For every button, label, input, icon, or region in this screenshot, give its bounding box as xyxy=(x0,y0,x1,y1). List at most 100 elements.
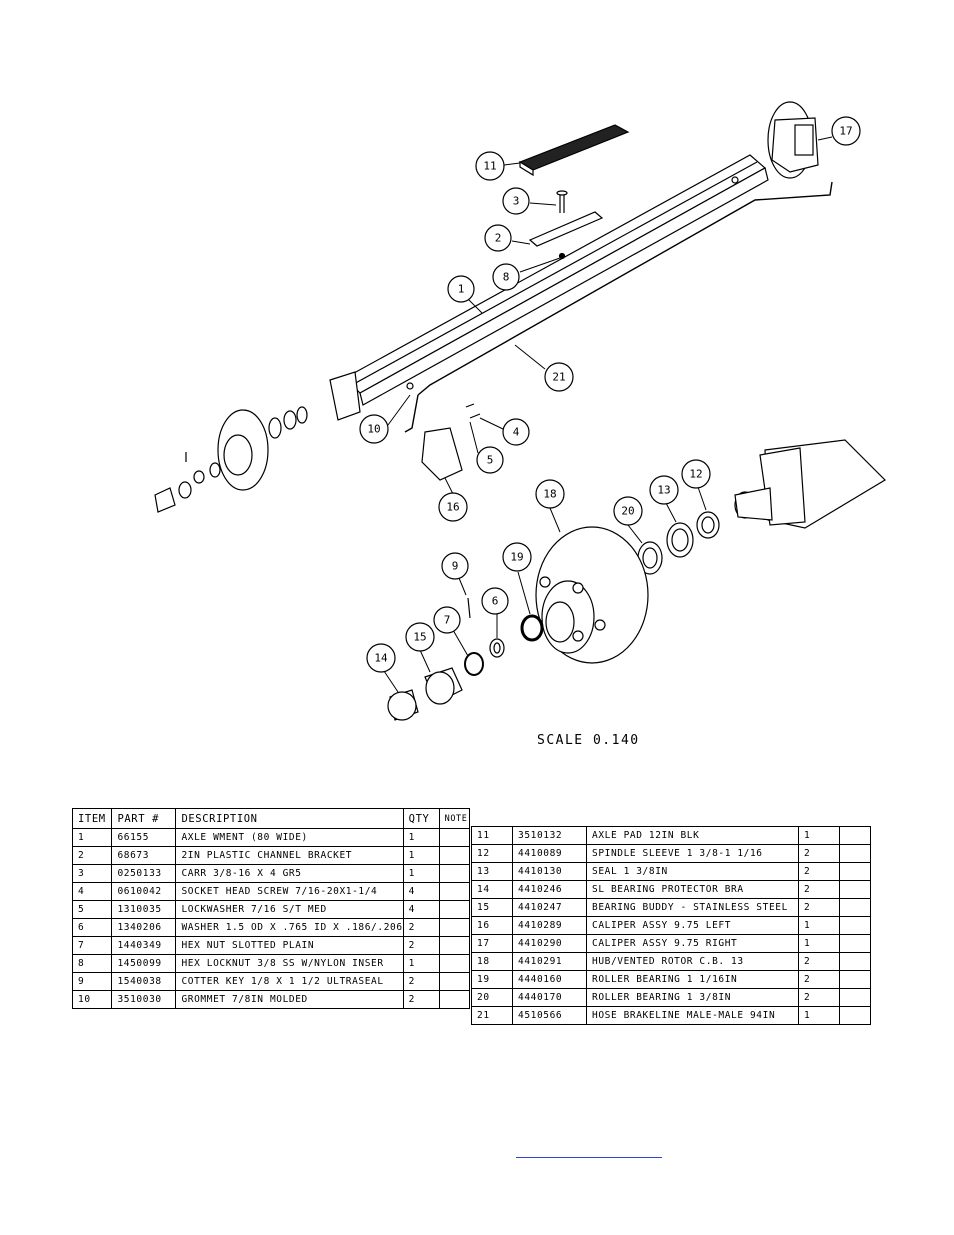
svg-text:12: 12 xyxy=(689,468,702,481)
bom-cell-qty: 1 xyxy=(798,916,840,935)
bom-cell-item: 6 xyxy=(71,918,113,937)
callout-13: 13 xyxy=(649,475,679,505)
callout-6: 6 xyxy=(481,587,509,615)
bom-cell-qty: 1 xyxy=(402,846,440,865)
bom-cell-note xyxy=(438,864,471,883)
bom-header-row: ITEM PART # DESCRIPTION QTY NOTE xyxy=(71,808,471,829)
callout-15: 15 xyxy=(405,622,435,652)
bom-cell-item: 12 xyxy=(471,844,513,863)
bom-cell-description: CARR 3/8-16 X 4 GR5 xyxy=(175,864,404,883)
svg-text:21: 21 xyxy=(552,371,565,384)
svg-text:6: 6 xyxy=(492,595,499,608)
bom-cell-note xyxy=(438,882,471,901)
bom-cell-part: 66155 xyxy=(111,828,177,847)
svg-text:1: 1 xyxy=(458,283,465,296)
callout-8: 8 xyxy=(492,263,520,291)
svg-text:18: 18 xyxy=(543,488,556,501)
bom-cell-part: 4410290 xyxy=(512,934,587,953)
bom-cell-qty: 1 xyxy=(402,864,440,883)
axle-pad xyxy=(518,124,630,177)
bom-cell-description: ROLLER BEARING 1 1/16IN xyxy=(586,970,799,989)
bom-cell-part: 4410246 xyxy=(512,880,587,899)
bom-cell-qty: 1 xyxy=(798,1006,840,1025)
bom-cell-part: 4440160 xyxy=(512,970,587,989)
svg-text:10: 10 xyxy=(367,423,380,436)
bom-cell-part: 68673 xyxy=(111,846,177,865)
bom-cell-item: 3 xyxy=(71,864,113,883)
header-note: NOTE xyxy=(438,808,471,829)
svg-text:20: 20 xyxy=(621,505,634,518)
spindle-sleeve xyxy=(696,511,720,539)
bom-cell-qty: 2 xyxy=(798,862,840,881)
cotter-key xyxy=(467,597,471,619)
header-qty: QTY xyxy=(402,808,440,829)
bom-cell-note xyxy=(839,916,871,935)
bom-cell-qty: 1 xyxy=(402,954,440,973)
bom-cell-qty: 2 xyxy=(402,918,440,937)
svg-text:2: 2 xyxy=(495,232,502,245)
footer-link-underline[interactable] xyxy=(516,1157,662,1158)
bom-cell-item: 10 xyxy=(71,990,113,1009)
header-item: ITEM xyxy=(71,808,113,829)
bom-cell-note xyxy=(438,846,471,865)
svg-text:5: 5 xyxy=(487,454,494,467)
bom-cell-note xyxy=(438,936,471,955)
bom-cell-description: GROMMET 7/8IN MOLDED xyxy=(175,990,404,1009)
svg-text:8: 8 xyxy=(503,271,510,284)
bom-cell-qty: 2 xyxy=(798,880,840,899)
header-part: PART # xyxy=(111,808,177,829)
callout-5: 5 xyxy=(476,446,504,474)
bom-cell-item: 4 xyxy=(71,882,113,901)
bom-cell-qty: 2 xyxy=(798,970,840,989)
bom-cell-qty: 2 xyxy=(402,972,440,991)
bom-cell-qty: 2 xyxy=(402,936,440,955)
bom-cell-item: 20 xyxy=(471,988,513,1007)
callout-17: 17 xyxy=(831,116,861,146)
callout-12: 12 xyxy=(681,459,711,489)
bom-cell-description: SL BEARING PROTECTOR BRA xyxy=(586,880,799,899)
bom-cell-note xyxy=(839,988,871,1007)
bom-cell-item: 15 xyxy=(471,898,513,917)
svg-text:16: 16 xyxy=(446,501,459,514)
svg-text:14: 14 xyxy=(374,652,388,665)
bom-cell-qty: 2 xyxy=(798,988,840,1007)
callout-9: 9 xyxy=(441,552,469,580)
bom-cell-note xyxy=(839,970,871,989)
bom-cell-item: 21 xyxy=(471,1006,513,1025)
bom-cell-item: 9 xyxy=(71,972,113,991)
left-caliper xyxy=(421,427,463,481)
bom-cell-description: SEAL 1 3/8IN xyxy=(586,862,799,881)
svg-text:11: 11 xyxy=(483,160,496,173)
svg-text:9: 9 xyxy=(452,560,459,573)
bom-cell-description: HEX LOCKNUT 3/8 SS W/NYLON INSER xyxy=(175,954,404,973)
bom-cell-description: 2IN PLASTIC CHANNEL BRACKET xyxy=(175,846,404,865)
callout-20: 20 xyxy=(613,496,643,526)
bom-cell-note xyxy=(438,990,471,1009)
bom-cell-note xyxy=(438,954,471,973)
svg-text:4: 4 xyxy=(513,426,520,439)
bom-cell-note xyxy=(438,900,471,919)
bom-cell-qty: 2 xyxy=(798,898,840,917)
channel-bracket xyxy=(528,211,604,247)
callout-1: 1 xyxy=(447,275,475,303)
bom-cell-part: 0610042 xyxy=(111,882,177,901)
svg-text:7: 7 xyxy=(444,614,451,627)
bom-cell-part: 4440170 xyxy=(512,988,587,1007)
bom-cell-item: 16 xyxy=(471,916,513,935)
bom-cell-part: 4410130 xyxy=(512,862,587,881)
brake-line xyxy=(417,181,833,396)
